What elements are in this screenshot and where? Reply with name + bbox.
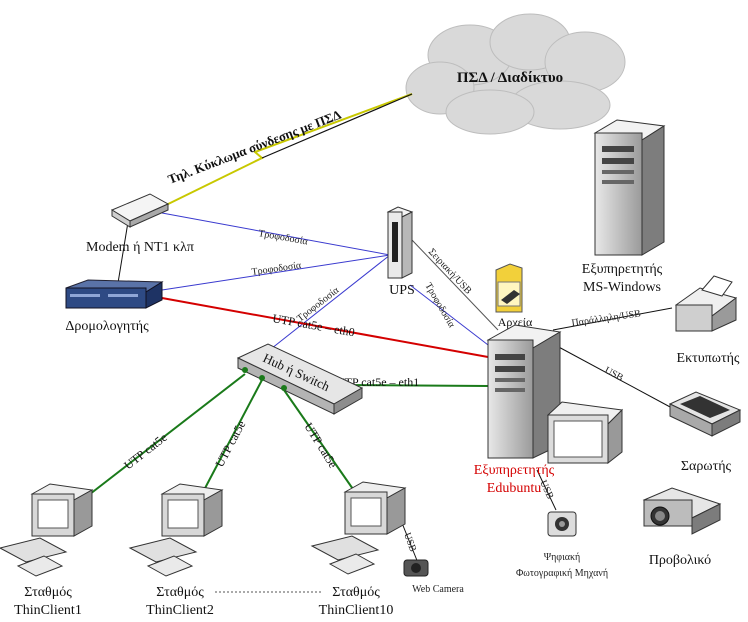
- ms-windows-server: Εξυπηρετητής MS-Windows: [582, 119, 666, 295]
- eth1-line: [334, 384, 489, 387]
- power-label-router: Τροφοδοσία: [251, 260, 303, 278]
- power-line-router: [161, 254, 391, 291]
- power-line-modem: [161, 212, 391, 256]
- router-label: Δρομολογητής: [65, 319, 149, 334]
- parallel-label: Παράλληλη/USB: [571, 308, 642, 329]
- utp-label-3: UTP cat5e: [301, 420, 340, 470]
- phone-line-black: [261, 93, 413, 159]
- utp-line-2: [202, 379, 263, 493]
- power-line-server: [409, 284, 493, 349]
- modem-device: Modem ή NT1 κλπ: [86, 193, 194, 255]
- files-folder-icon: Αρχεία: [495, 263, 533, 329]
- internet-cloud: ΠΣΔ / Διαδίκτυο: [405, 13, 626, 135]
- cloud-label: ΠΣΔ / Διαδίκτυο: [457, 70, 563, 86]
- utp-line-3: [283, 389, 356, 493]
- webcam-label: Web Camera: [412, 584, 464, 595]
- utp-line-1: [71, 373, 246, 509]
- phone-line-bolt: [159, 93, 413, 209]
- scanner-device: Σαρωτής: [668, 391, 742, 474]
- eth0-line: [161, 297, 489, 358]
- power-line-hub: [261, 254, 391, 357]
- camera-label-1: Ψηφιακή: [544, 552, 581, 563]
- router-device: Δρομολογητής: [65, 279, 164, 334]
- station-10-label-1: Σταθμός: [332, 585, 380, 600]
- power-label-modem: Τροφοδοσία: [257, 228, 309, 248]
- station-1-label-2: ThinClient1: [14, 603, 82, 618]
- station-1: Σταθμός ThinClient1: [0, 483, 94, 618]
- ms-server-label-2: MS-Windows: [583, 280, 661, 295]
- station-10: Σταθμός ThinClient10: [310, 481, 407, 618]
- station-2-label-1: Σταθμός: [156, 585, 204, 600]
- hub-device: Hub ή Switch: [236, 343, 364, 415]
- station-2-label-2: ThinClient2: [146, 603, 214, 618]
- usb-camera-line: [536, 469, 557, 511]
- usb-webcam-label: USB: [401, 531, 418, 553]
- utp-label-1: UTP cat5e: [121, 430, 169, 472]
- station-2: Σταθμός ThinClient2: [128, 483, 224, 618]
- parallel-line: [552, 307, 673, 331]
- serial-line: [411, 239, 499, 331]
- ups-label: UPS: [389, 283, 415, 298]
- power-label-server: Τροφοδοσία: [422, 281, 457, 330]
- edu-server-label-2: Edubuntu: [487, 481, 541, 496]
- station-10-label-2: ThinClient10: [319, 603, 394, 618]
- phone-line-label: Τηλ. Κύκλωμα σύνδεσης με ΠΣΔ: [166, 107, 343, 187]
- digital-camera-device: Ψηφιακή Φωτογραφική Μηχανή: [516, 511, 608, 579]
- web-camera-device: Web Camera: [403, 559, 464, 595]
- projector-device: Προβολικό: [642, 487, 722, 568]
- modem-label: Modem ή NT1 κλπ: [86, 240, 194, 255]
- edu-server-label-1: Εξυπηρετητής: [474, 463, 555, 478]
- projector-label: Προβολικό: [649, 553, 711, 568]
- station-1-label-1: Σταθμός: [24, 585, 72, 600]
- ups-device: UPS: [386, 206, 415, 298]
- modem-router-link: [117, 221, 129, 284]
- files-label: Αρχεία: [498, 315, 533, 329]
- printer-device: Εκτυπωτής: [674, 275, 740, 366]
- utp-label-2: UTP cat5e: [212, 418, 248, 469]
- usb-scanner-line: [554, 344, 673, 409]
- ms-server-label-1: Εξυπηρετητής: [582, 262, 663, 277]
- printer-label: Εκτυπωτής: [677, 351, 740, 366]
- server-monitor-icon: [546, 401, 624, 465]
- edubuntu-server: Εξυπηρετητής Edubuntu: [474, 324, 562, 496]
- camera-label-2: Φωτογραφική Μηχανή: [516, 568, 608, 579]
- scanner-label: Σαρωτής: [681, 459, 732, 474]
